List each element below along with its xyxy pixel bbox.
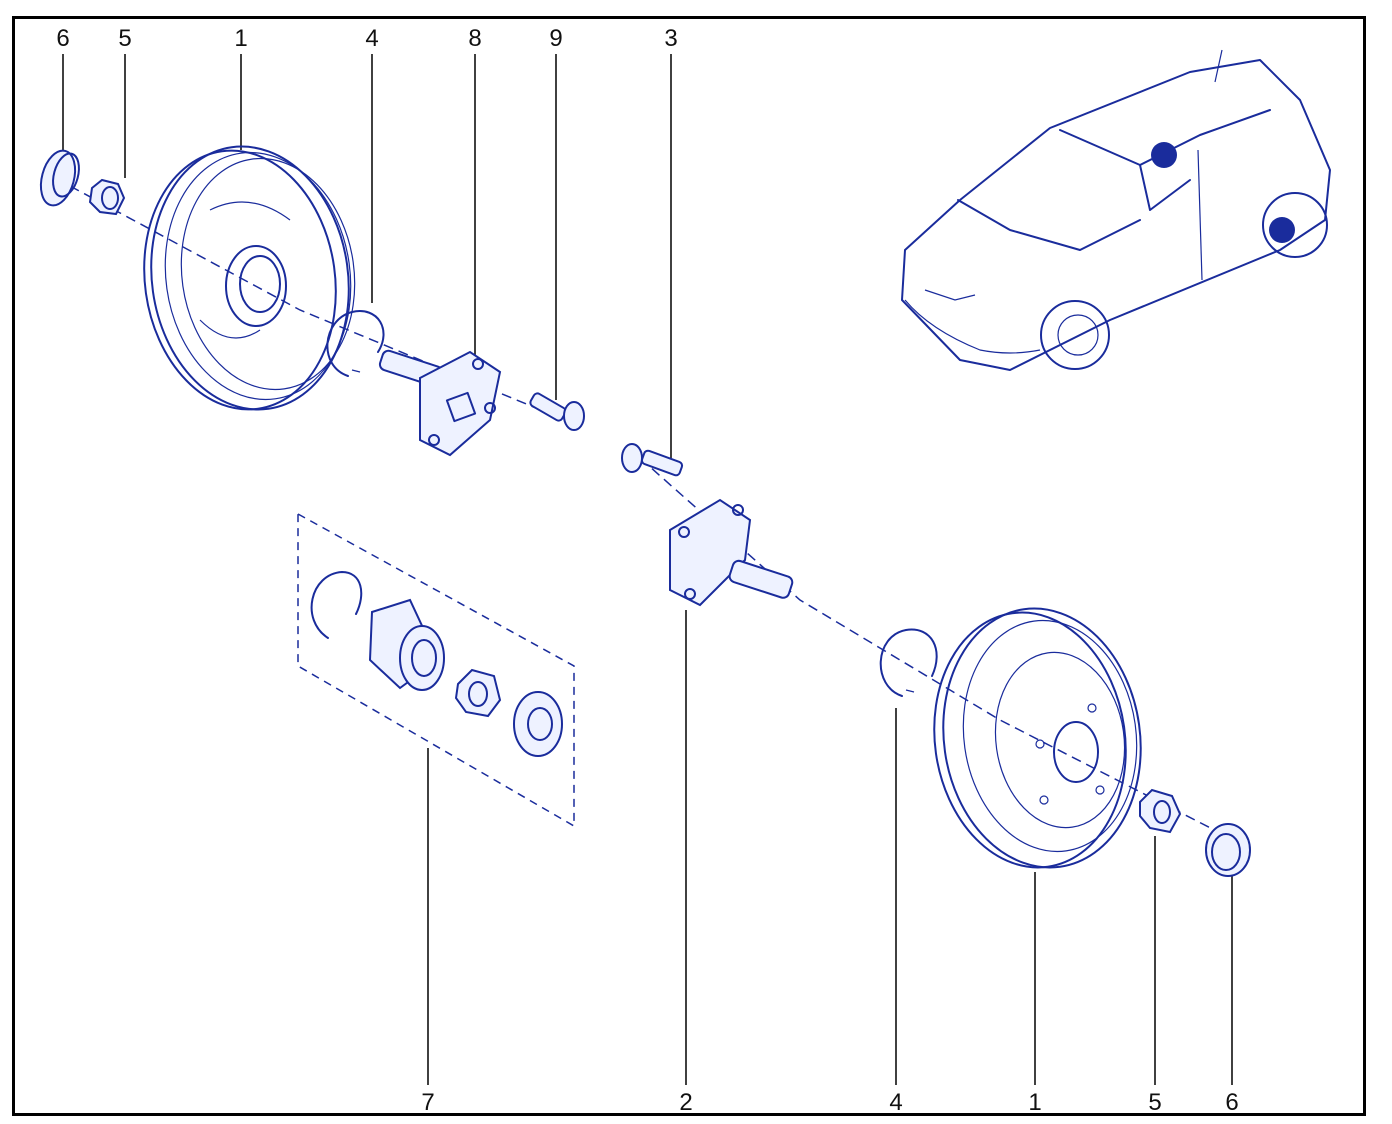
locator-marker-wheel [1269, 217, 1295, 243]
callout-1-right: 1 [1028, 1089, 1041, 1116]
assembly-axis-right [639, 457, 1231, 839]
callout-8: 8 [468, 25, 481, 52]
wheel-bearing [368, 598, 445, 691]
hub-cap-left [39, 149, 80, 207]
callout-9: 9 [549, 25, 562, 52]
bearing-kit-nut [454, 668, 502, 718]
circlip-right [879, 628, 938, 697]
callout-6-right: 6 [1225, 1089, 1238, 1116]
callout-1-left: 1 [234, 25, 247, 52]
vehicle-locator-illustration [901, 49, 1331, 371]
callout-4-right: 4 [889, 1089, 902, 1116]
callout-2: 2 [679, 1089, 692, 1116]
hub-nut-left [88, 178, 126, 216]
callout-7: 7 [421, 1089, 434, 1116]
bearing-kit-outline [297, 512, 575, 828]
callout-3: 3 [664, 25, 677, 52]
stub-axle-left [378, 349, 502, 457]
circlip-left [326, 310, 385, 377]
bolt-right [621, 443, 684, 477]
stub-axle-right [669, 498, 794, 607]
callout-5-left: 5 [118, 25, 131, 52]
hub-nut-right [1139, 788, 1182, 834]
locator-marker-upper [1151, 142, 1177, 168]
brake-drum-left [143, 145, 356, 411]
bolt-left [529, 392, 585, 431]
bearing-kit-circlip [310, 571, 363, 639]
brake-drum-right [933, 607, 1142, 869]
callout-5-right: 5 [1148, 1089, 1161, 1116]
callout-4-left: 4 [365, 25, 378, 52]
callout-6-left: 6 [56, 25, 69, 52]
hub-cap-right [1205, 823, 1251, 877]
bearing-kit-cap [513, 691, 563, 757]
